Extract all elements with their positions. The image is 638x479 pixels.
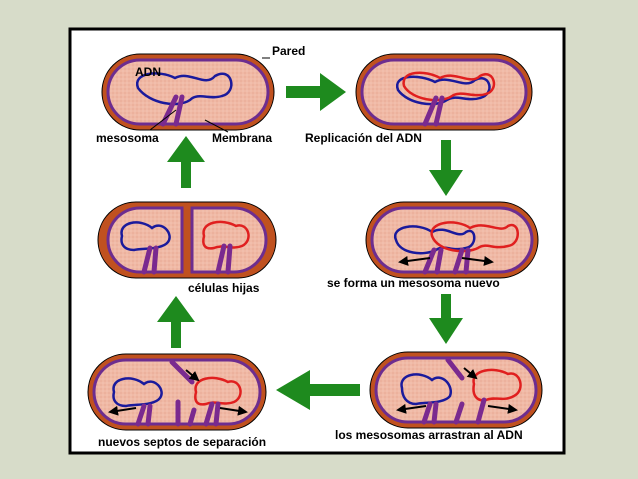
arrow-down-2 — [429, 294, 463, 344]
mesosome — [135, 403, 153, 427]
mesosome — [141, 245, 159, 275]
pointer-mesosoma — [149, 109, 177, 131]
dna-copy — [430, 221, 519, 253]
movement-arrow-right — [487, 403, 518, 414]
pointer-membrana — [204, 119, 229, 133]
label-hijas: células hijas — [188, 281, 260, 295]
label-adn: ADN — [135, 65, 161, 79]
label-nuevo-mesosoma: se forma un mesosoma nuevo — [327, 276, 500, 290]
dna-copy — [402, 71, 496, 102]
cell-3-new-mesosome — [365, 201, 539, 279]
label-septos: nuevos septos de separación — [98, 435, 266, 449]
cell-membrane — [360, 58, 528, 126]
mesosome-new — [453, 397, 487, 425]
movement-arrow-right — [219, 405, 248, 416]
movement-arrow-right — [461, 255, 494, 266]
septum-bottom — [175, 399, 197, 427]
cell-membrane — [106, 58, 270, 126]
movement-arrow-left — [396, 403, 427, 414]
dna-copy — [194, 376, 242, 406]
cell-6-daughter-cells — [97, 201, 277, 279]
mesosome — [422, 95, 445, 127]
arrow-right-top — [286, 73, 346, 111]
septum-arrow — [185, 369, 200, 382]
mesosome — [422, 247, 444, 275]
label-replicacion: Replicación del ADN — [305, 131, 422, 145]
dna-loop — [136, 72, 233, 106]
cell-2-replication — [355, 53, 533, 131]
dna-copy — [472, 368, 522, 402]
mesosome-new — [452, 247, 471, 275]
arrow-down-1 — [429, 140, 463, 196]
cell-1-initial — [101, 53, 275, 131]
dna-original — [112, 377, 163, 408]
cycle-arrows — [157, 73, 463, 410]
label-mesosoma: mesosoma — [96, 131, 159, 145]
septum-arrow — [463, 367, 478, 380]
dna-original — [400, 373, 453, 406]
mesosome — [160, 94, 185, 127]
label-pared: Pared — [272, 44, 305, 58]
movement-arrow-left — [108, 405, 137, 416]
arrow-left-bottom — [276, 370, 360, 410]
septum-top — [445, 357, 465, 381]
arrow-up-2 — [167, 136, 205, 188]
label-membrana: Membrana — [212, 131, 272, 145]
arrow-up-1 — [157, 296, 195, 348]
cell-4-mesosomes-pull-dna — [369, 351, 543, 429]
mesosome-new — [215, 243, 233, 275]
dna-copy — [202, 220, 250, 250]
cell-5-new-septa — [87, 353, 267, 431]
label-arrastran: los mesosomas arrastran al ADN — [335, 428, 523, 442]
mesosome — [421, 401, 439, 425]
mesosome-new — [203, 401, 221, 427]
dna-original — [120, 221, 171, 252]
movement-arrow-left — [398, 255, 431, 266]
